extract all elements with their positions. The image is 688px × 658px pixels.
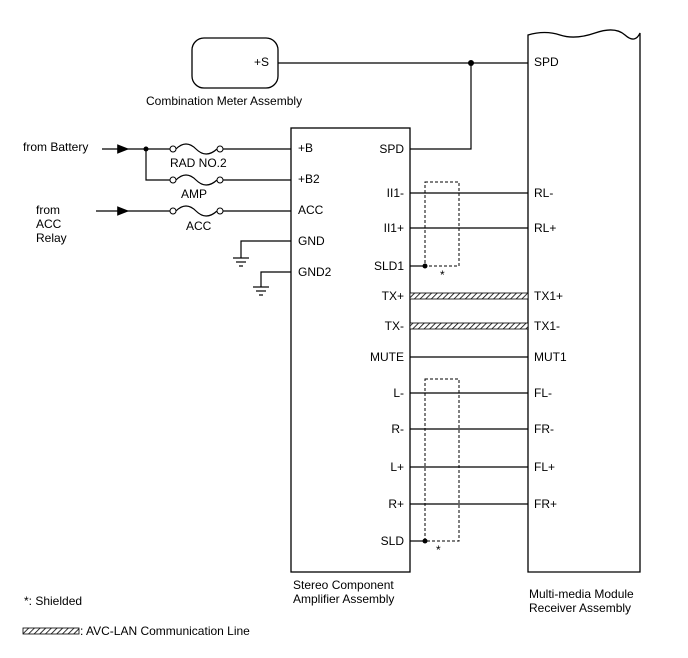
legend-avc-lan-swatch (22, 627, 80, 635)
rcv-pin-mut1: MUT1 (534, 350, 567, 364)
avc-lan-tx-plus-line (409, 292, 529, 300)
fuse-amp-label: AMP (181, 187, 207, 201)
ground-icon (233, 257, 249, 267)
amp-pin-l-minus: L- (393, 386, 404, 400)
fuse-rad-end-left (169, 145, 177, 153)
fuse-rad-end-right (216, 145, 224, 153)
rcv-pin-tx1-plus: TX1+ (534, 289, 563, 303)
amp-pin-tx-minus: TX- (385, 319, 404, 333)
amp-pin-ii1-plus: II1+ (384, 221, 404, 235)
wire-b2-branch (145, 149, 170, 181)
rcv-pin-fl-minus: FL- (534, 386, 552, 400)
rcv-pin-rl-minus: RL- (534, 186, 553, 200)
spd-wire-drop (410, 63, 472, 150)
fuse-amp-icon (175, 174, 218, 186)
amp-pin-b2: +B2 (298, 172, 320, 186)
shield-mark-top: * (440, 268, 445, 282)
shield-box-top (424, 181, 460, 267)
ground-icon (253, 286, 269, 296)
fuse-acc-end-left (169, 207, 177, 215)
meter-pin-s: +S (254, 55, 269, 69)
fuse-amp-end-right (216, 176, 224, 184)
fuse-rad-icon (175, 143, 218, 155)
amp-pin-sld1: SLD1 (374, 259, 404, 273)
legend-shielded: *: Shielded (24, 594, 82, 608)
amp-pin-sld: SLD (381, 534, 405, 548)
amp-pin-r-minus: R- (391, 422, 404, 436)
receiver-label-line2: Receiver Assembly (529, 601, 631, 615)
amp-pin-b: +B (298, 141, 313, 155)
rcv-pin-rl-plus: RL+ (534, 221, 556, 235)
source-acc-line2: ACC (36, 217, 62, 231)
wire-gnd2 (260, 271, 291, 287)
receiver-label-line1: Multi-media Module (529, 587, 634, 601)
amp-pin-ii1-minus: II1- (387, 186, 404, 200)
amp-pin-gnd: GND (298, 234, 325, 248)
combination-meter-label: Combination Meter Assembly (146, 94, 302, 108)
fuse-acc-label: ACC (186, 219, 212, 233)
fuse-rad-label: RAD NO.2 (170, 156, 227, 170)
shield-mark-bottom: * (436, 543, 441, 557)
fuse-acc-end-right (216, 207, 224, 215)
amplifier-box (290, 127, 411, 573)
rcv-pin-fr-minus: FR- (534, 422, 554, 436)
rcv-pin-fr-plus: FR+ (534, 497, 557, 511)
legend-avc-lan: : AVC-LAN Communication Line (80, 624, 250, 638)
rcv-pin-tx1-minus: TX1- (534, 319, 560, 333)
fuse-acc-icon (175, 205, 218, 217)
fuse-amp-end-left (169, 176, 177, 184)
amp-pin-r-plus: R+ (388, 497, 404, 511)
source-battery: from Battery (23, 140, 88, 154)
amp-pin-acc: ACC (298, 203, 324, 217)
receiver-box (527, 29, 641, 573)
wire-gnd (240, 240, 291, 258)
amp-pin-tx-plus: TX+ (382, 289, 404, 303)
rcv-pin-fl-plus: FL+ (534, 460, 555, 474)
amp-pin-l-plus: L+ (390, 460, 404, 474)
rcv-pin-spd: SPD (534, 55, 559, 69)
amplifier-label-line2: Amplifier Assembly (293, 592, 394, 606)
amp-pin-gnd2: GND2 (298, 265, 332, 279)
amp-pin-mute: MUTE (370, 350, 404, 364)
shield-box-bottom (424, 378, 460, 542)
amp-pin-spd: SPD (379, 142, 404, 156)
avc-lan-tx-minus-line (409, 322, 529, 330)
amplifier-label-line1: Stereo Component (293, 578, 394, 592)
source-acc-line3: Relay (36, 231, 67, 245)
source-acc-line1: from (36, 203, 60, 217)
